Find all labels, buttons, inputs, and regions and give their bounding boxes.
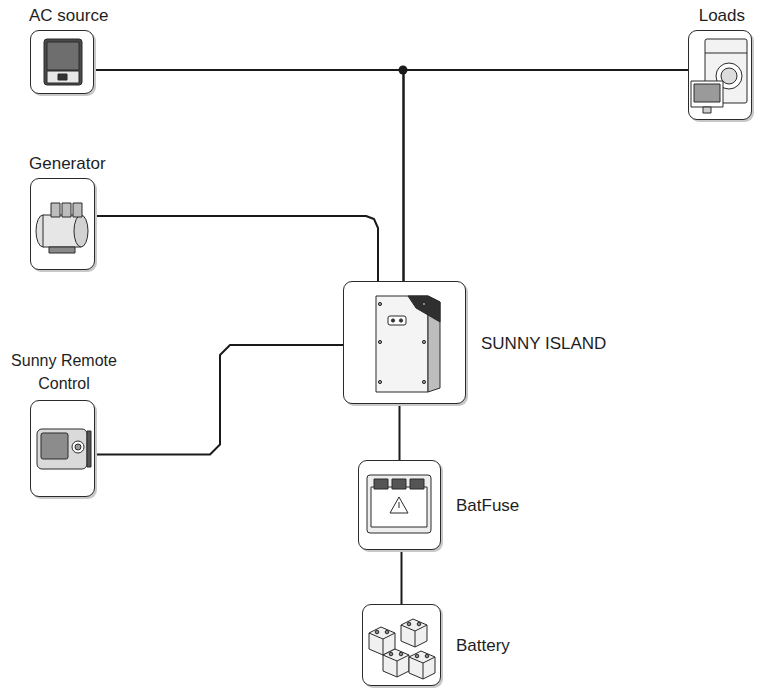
icon-shape <box>369 619 435 679</box>
remote-control-box: Sunny Remote Control <box>30 400 95 497</box>
icon-shape <box>691 39 747 113</box>
loads-box: Loads <box>688 30 752 120</box>
cable <box>95 345 343 455</box>
cable <box>404 70 689 281</box>
device-label: AC source <box>29 4 108 27</box>
device-illustration <box>344 282 464 402</box>
device-label: BatFuse <box>456 494 519 517</box>
cable <box>94 70 404 281</box>
ac-source-box: AC source <box>30 30 94 94</box>
icon-shape <box>36 203 88 253</box>
device-illustration <box>689 31 750 118</box>
device-illustration <box>31 179 93 268</box>
cable <box>401 550 403 604</box>
device-label: Battery <box>456 634 510 657</box>
generator-box: Generator <box>30 178 95 270</box>
device-label: Loads <box>699 4 745 27</box>
cable <box>95 216 378 281</box>
device-label: Sunny Remote Control <box>4 349 124 395</box>
cable <box>399 404 401 460</box>
device-label: SUNNY ISLAND <box>481 331 606 354</box>
battery-box: Battery <box>362 604 441 686</box>
icon-shape <box>376 296 440 392</box>
device-illustration <box>363 605 439 684</box>
fuse-box: BatFuse <box>358 460 441 550</box>
device-label: Generator <box>29 152 106 175</box>
icon-shape <box>37 429 91 469</box>
icon-shape <box>44 39 82 85</box>
device-illustration <box>31 31 92 92</box>
device-illustration <box>31 401 93 495</box>
icon-shape <box>367 475 431 533</box>
inverter-box: SUNNY ISLAND <box>343 281 466 404</box>
junction-dot <box>399 66 408 75</box>
device-illustration <box>359 461 439 548</box>
